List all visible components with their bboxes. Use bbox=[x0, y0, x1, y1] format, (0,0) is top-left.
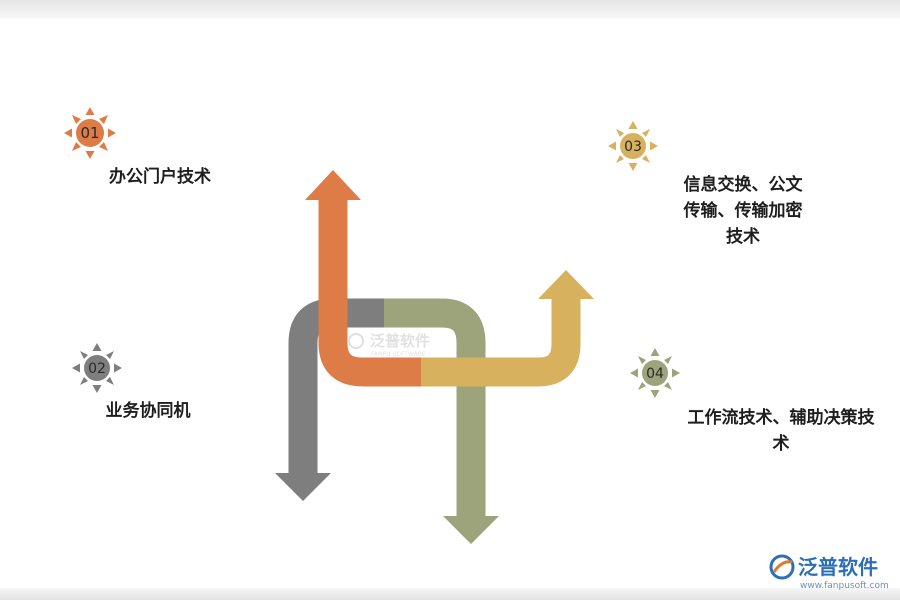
badge-number-02: 02 bbox=[88, 361, 106, 377]
label-02-line-1: 业务协同机 bbox=[105, 401, 191, 421]
label-02: 业务协同机 bbox=[88, 398, 208, 424]
arrow-down-icon bbox=[443, 516, 499, 544]
label-04-line-2: 术 bbox=[772, 434, 790, 454]
sun-badge-icon: 01 bbox=[64, 107, 116, 159]
badge-number-01: 01 bbox=[80, 124, 99, 142]
label-01: 办公门户技术 bbox=[90, 164, 230, 190]
top-bar bbox=[0, 0, 900, 18]
sun-badge-icon: 04 bbox=[630, 348, 680, 398]
logo-text: 泛普软件 bbox=[798, 555, 878, 579]
label-03-line-1: 信息交换、公文 bbox=[683, 175, 803, 195]
logo-icon bbox=[769, 554, 795, 580]
center-watermark-cn: 泛普软件 bbox=[370, 332, 430, 350]
sun-badge-icon: 02 bbox=[72, 343, 122, 393]
olive-arrow-path bbox=[384, 298, 486, 520]
center-watermark: 泛普软件 FANPU SOFTWARE bbox=[348, 332, 430, 358]
brand-logo: 泛普软件 www.fanpusoft.com bbox=[769, 554, 889, 591]
badge-number-04: 04 bbox=[646, 366, 664, 382]
logo-url: www.fanpusoft.com bbox=[800, 581, 889, 591]
label-01-line-1: 办公门户技术 bbox=[109, 167, 211, 187]
orange-arrow-path bbox=[318, 196, 421, 387]
label-03: 信息交换、公文 传输、传输加密 技术 bbox=[668, 172, 818, 250]
label-03-line-3: 技术 bbox=[726, 227, 760, 247]
arrow-down-icon bbox=[275, 473, 331, 501]
badge-number-03: 03 bbox=[624, 139, 642, 155]
label-04-line-1: 工作流技术、辅助决策技 bbox=[687, 408, 875, 428]
gold-arrow-path bbox=[421, 297, 581, 387]
bottom-bar bbox=[0, 588, 900, 600]
arrow-up-icon bbox=[538, 270, 594, 299]
label-04: 工作流技术、辅助决策技 术 bbox=[668, 405, 894, 457]
center-watermark-en: FANPU SOFTWARE bbox=[371, 351, 426, 358]
arrow-up-icon bbox=[305, 170, 361, 200]
sun-badge-icon: 03 bbox=[608, 121, 658, 171]
label-03-line-2: 传输、传输加密 bbox=[683, 201, 803, 221]
